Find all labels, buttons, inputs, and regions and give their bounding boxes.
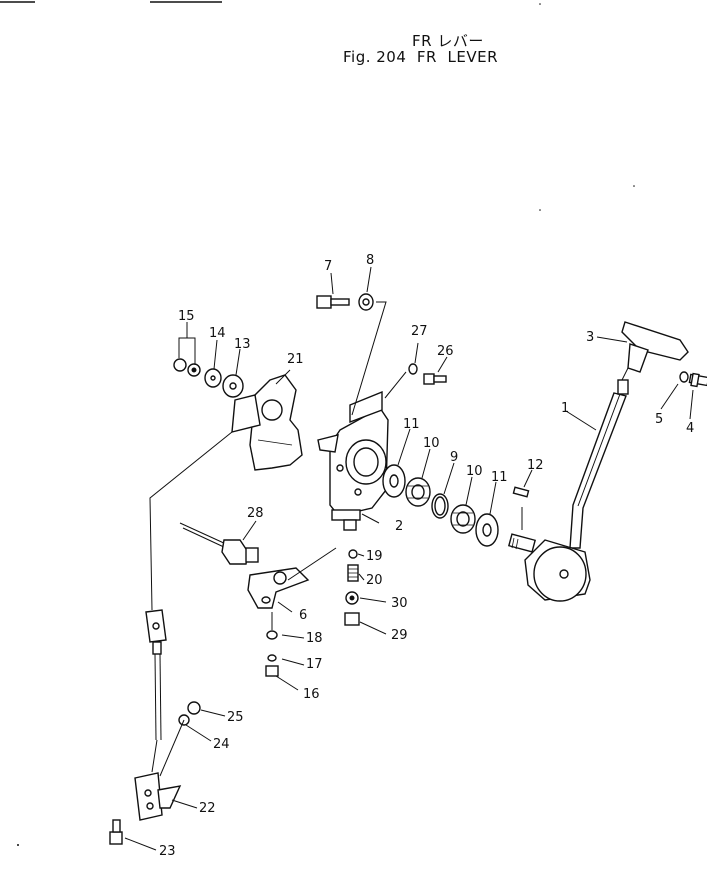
lever-knob [617,321,689,395]
lever-rod [569,392,627,549]
scan-speck [539,209,541,211]
callout-7: 7 [324,259,332,274]
bracket-22 [134,772,182,821]
callout-12: 12 [527,458,544,473]
bearing-10-right [450,504,476,534]
callout-19: 19 [366,549,383,564]
key-12 [512,486,530,498]
callout-17: 17 [306,657,323,672]
callout-2: 2 [395,519,403,534]
callout-13: 13 [234,337,251,352]
callout-1: 1 [561,401,569,416]
nut-8 [358,293,374,311]
callout-10-left: 10 [423,436,440,451]
callout-5: 5 [655,412,663,427]
callout-8: 8 [366,253,374,268]
callout-16: 16 [303,687,320,702]
callout-27: 27 [411,324,428,339]
bolt-23 [109,819,123,845]
callout-14: 14 [209,326,226,341]
callout-21: 21 [287,352,304,367]
assembly-lines [149,301,523,777]
callout-28: 28 [247,506,264,521]
lever-shaft [507,533,537,553]
callout-11-right: 11 [491,470,508,485]
callout-20: 20 [366,573,383,588]
ball-19 [348,549,358,559]
bolt-29 [344,612,360,626]
washer-13 [222,374,244,398]
switch-28 [179,522,259,565]
washer-27 [408,363,418,375]
title-japanese: FR レバー [412,32,484,50]
washer-11-right [475,513,499,547]
bearing-10-left [405,477,431,507]
callout-3: 3 [586,330,594,345]
bolt-26 [423,373,447,385]
callout-numbers: 1 2 3 4 5 6 7 8 9 10 10 11 11 12 13 14 1… [159,253,694,859]
figure-title: Fig. 204 FR LEVER [343,48,499,66]
washer-11-left [382,464,406,498]
washer-18 [266,630,278,640]
bracket-2 [317,390,389,531]
callout-22: 22 [199,801,216,816]
washer-5 [679,371,689,383]
nut-30 [345,591,359,605]
callout-24: 24 [213,737,230,752]
spring-20 [347,564,359,582]
callout-23: 23 [159,844,176,859]
callout-18: 18 [306,631,323,646]
bracket-6 [247,567,310,609]
washer-17 [267,654,277,662]
nut-25 [187,701,201,715]
callout-4: 4 [686,421,694,436]
lever-hub [524,539,591,602]
callout-29: 29 [391,628,408,643]
scan-speck [17,844,19,846]
callout-6: 6 [299,608,307,623]
plate-21 [231,374,303,471]
leader-lines [124,266,694,851]
callout-9: 9 [450,450,458,465]
callout-25: 25 [227,710,244,725]
callout-10-right: 10 [466,464,483,479]
scan-speck [633,185,635,187]
scan-speck [539,3,541,5]
rod-clevis [145,609,167,741]
bolt-4 [688,372,707,388]
callout-11-left: 11 [403,417,420,432]
bolt-7 [316,295,350,309]
washer-14 [204,368,222,388]
nut-15 [173,358,201,377]
callout-30: 30 [391,596,408,611]
snap-ring-9 [431,493,449,519]
bolt-16 [265,665,279,677]
callout-15: 15 [178,309,195,324]
callout-26: 26 [437,344,454,359]
